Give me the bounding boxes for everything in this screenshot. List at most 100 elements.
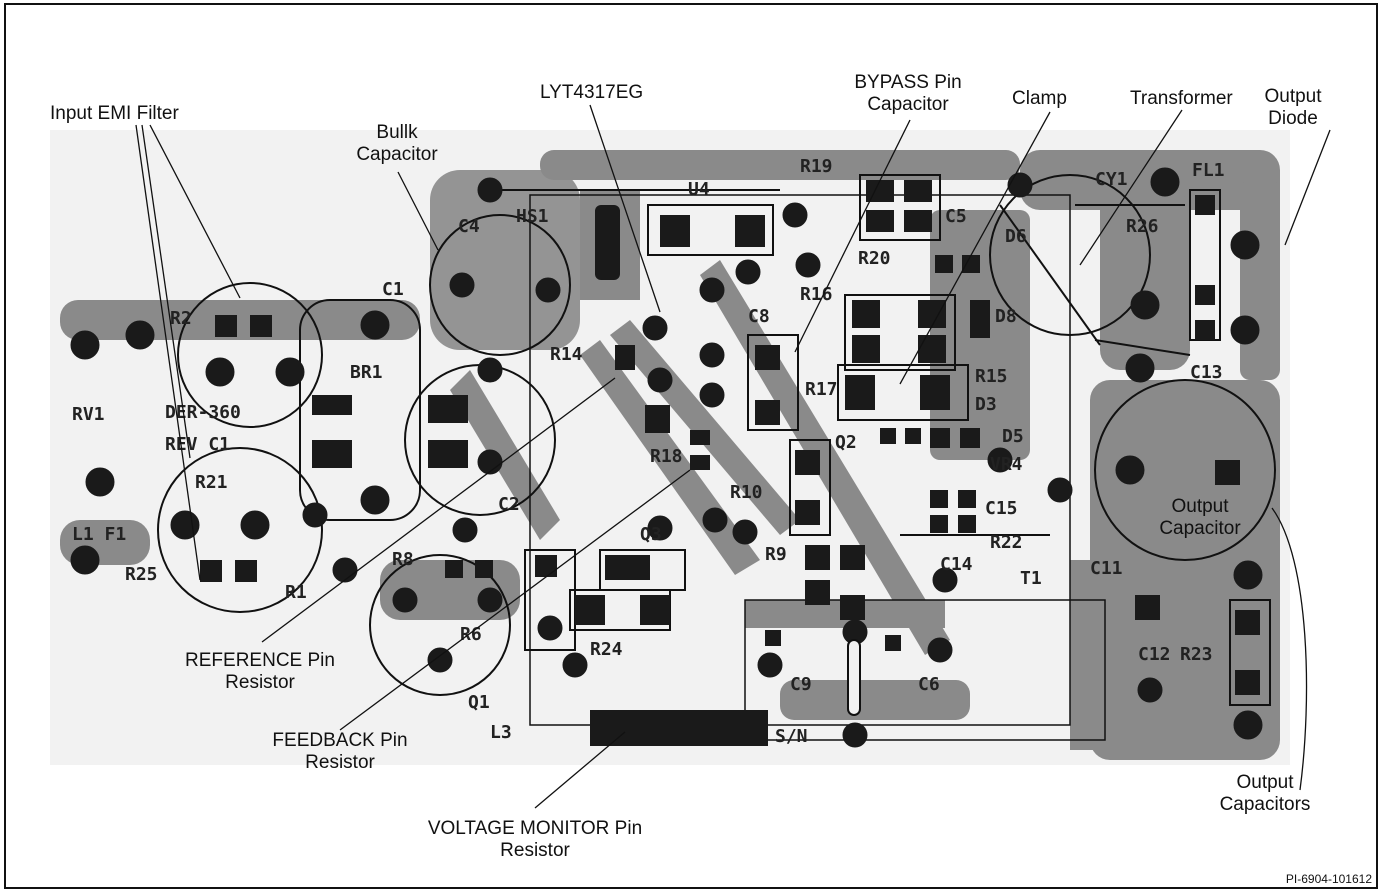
callout-bulk-capacitor: Bullk Capacitor bbox=[343, 122, 451, 166]
silk-rev: REV C1 bbox=[165, 434, 230, 455]
silk-d6: D6 bbox=[1005, 226, 1027, 247]
silk-r21: R21 bbox=[195, 472, 228, 493]
silk-c2: C2 bbox=[498, 494, 520, 515]
silk-r25: R25 bbox=[125, 564, 158, 585]
silk-c12: C12 bbox=[1138, 644, 1171, 665]
leader-clamp bbox=[899, 111, 1051, 385]
silk-r2: R2 bbox=[170, 308, 192, 329]
callout-clamp: Clamp bbox=[1012, 88, 1067, 109]
silk-l3: L3 bbox=[490, 722, 512, 743]
callout-feedback-pin-resistor: FEEDBACK Pin Resistor bbox=[255, 730, 425, 774]
silk-r17: R17 bbox=[805, 379, 838, 400]
silk-rv1: RV1 bbox=[72, 404, 105, 425]
callout-voltage-monitor-pin-resistor: VOLTAGE MONITOR Pin Resistor bbox=[390, 818, 680, 862]
callout-feedback-line2: Resistor bbox=[305, 752, 375, 773]
silk-r19: R19 bbox=[800, 156, 833, 177]
silk-r26: R26 bbox=[1126, 216, 1159, 237]
callout-voltage-monitor-line2: Resistor bbox=[500, 840, 570, 861]
callout-input-emi-filter: Input EMI Filter bbox=[50, 103, 179, 124]
silk-c14: C14 bbox=[940, 554, 973, 575]
silk-fl1: FL1 bbox=[1192, 160, 1225, 181]
callout-output-capacitors-line2: Capacitors bbox=[1219, 794, 1311, 815]
pads bbox=[200, 180, 1260, 746]
silk-cy1: CY1 bbox=[1095, 169, 1128, 190]
figure-id: PI-6904-101612 bbox=[1285, 872, 1372, 886]
pcb-lines bbox=[847, 204, 1191, 716]
leader-bulk-capacitor bbox=[397, 171, 439, 251]
silk-r15: R15 bbox=[975, 366, 1008, 387]
callout-bulk-capacitor-line2: Capacitor bbox=[356, 144, 438, 165]
silk-r18: R18 bbox=[650, 446, 683, 467]
callout-lyt4317eg: LYT4317EG bbox=[540, 82, 644, 103]
silk-sn: S/N bbox=[775, 726, 808, 747]
leader-input-emi-1 bbox=[149, 124, 241, 299]
silk-r22: R22 bbox=[990, 532, 1023, 553]
figure-frame bbox=[4, 3, 1378, 889]
silk-hs1: HS1 bbox=[516, 206, 549, 227]
callout-output-capacitors: Output Capacitors bbox=[1210, 772, 1320, 816]
callout-bulk-capacitor-line1: Bullk bbox=[376, 122, 418, 143]
leader-bypass bbox=[794, 119, 911, 353]
callout-output-diode: Output Diode bbox=[1248, 86, 1338, 130]
silk-t1: T1 bbox=[1020, 568, 1042, 589]
silk-r10: R10 bbox=[730, 482, 763, 503]
silk-r1: R1 bbox=[285, 582, 307, 603]
silkscreen-labels: C4 HS1 U4 R19 C5 D6 CY1 FL1 R26 C1 R2 BR… bbox=[72, 156, 1225, 747]
silk-r20: R20 bbox=[858, 248, 891, 269]
silk-c11: C11 bbox=[1090, 558, 1123, 579]
callout-output-diode-line2: Diode bbox=[1268, 108, 1318, 129]
leader-lines bbox=[135, 104, 1331, 809]
silk-c6: C6 bbox=[918, 674, 940, 695]
silk-r14: R14 bbox=[550, 344, 583, 365]
silk-q3: Q3 bbox=[640, 524, 662, 545]
silkscreen-outlines bbox=[157, 174, 1276, 741]
callout-output-capacitor-line1: Output bbox=[1171, 496, 1229, 517]
leader-lyt bbox=[589, 104, 661, 313]
silk-q1: Q1 bbox=[468, 692, 490, 713]
silk-c5: C5 bbox=[945, 206, 967, 227]
callout-bypass-line1: BYPASS Pin bbox=[854, 72, 962, 93]
leader-input-emi-3 bbox=[135, 124, 201, 581]
silk-q2: Q2 bbox=[835, 432, 857, 453]
silk-c15: C15 bbox=[985, 498, 1018, 519]
silk-vr4: VR4 bbox=[990, 454, 1023, 475]
leader-output-capacitors bbox=[1271, 507, 1308, 791]
callout-voltage-monitor-line1: VOLTAGE MONITOR Pin bbox=[427, 818, 643, 839]
silk-d3: D3 bbox=[975, 394, 997, 415]
callout-output-capacitors-line1: Output bbox=[1236, 772, 1294, 793]
callout-output-capacitor-line2: Capacitor bbox=[1159, 518, 1241, 539]
silk-br1: BR1 bbox=[350, 362, 383, 383]
silk-r8: R8 bbox=[392, 549, 414, 570]
silk-r16: R16 bbox=[800, 284, 833, 305]
callout-feedback-line1: FEEDBACK Pin bbox=[272, 730, 408, 751]
silk-c4: C4 bbox=[458, 216, 480, 237]
leader-input-emi-2 bbox=[141, 124, 191, 459]
callout-reference-line2: Resistor bbox=[225, 672, 295, 693]
silk-u4: U4 bbox=[688, 179, 710, 200]
leader-transformer bbox=[1079, 109, 1183, 266]
silk-c13: C13 bbox=[1190, 362, 1223, 383]
silk-r24: R24 bbox=[590, 639, 623, 660]
silk-c9: C9 bbox=[790, 674, 812, 695]
leader-voltage-monitor bbox=[534, 731, 626, 809]
silk-l1f1: L1 F1 bbox=[72, 524, 126, 545]
callout-reference-pin-resistor: REFERENCE Pin Resistor bbox=[160, 650, 360, 694]
callout-output-capacitor: Output Capacitor bbox=[1150, 496, 1250, 540]
callout-reference-line1: REFERENCE Pin bbox=[185, 650, 335, 671]
callout-bypass-pin-capacitor: BYPASS Pin Capacitor bbox=[838, 72, 978, 116]
leader-feedback bbox=[339, 469, 691, 731]
callout-output-diode-line1: Output bbox=[1264, 86, 1322, 107]
silk-r23: R23 bbox=[1180, 644, 1213, 665]
callout-bypass-line2: Capacitor bbox=[867, 94, 949, 115]
silk-c8: C8 bbox=[748, 306, 770, 327]
callout-transformer: Transformer bbox=[1130, 88, 1233, 109]
leader-output-diode bbox=[1284, 129, 1331, 246]
leader-reference bbox=[261, 377, 616, 643]
silk-r9: R9 bbox=[765, 544, 787, 565]
silk-c1: C1 bbox=[382, 279, 404, 300]
silk-d8: D8 bbox=[995, 306, 1017, 327]
vias bbox=[70, 167, 1263, 748]
silk-d5: D5 bbox=[1002, 426, 1024, 447]
